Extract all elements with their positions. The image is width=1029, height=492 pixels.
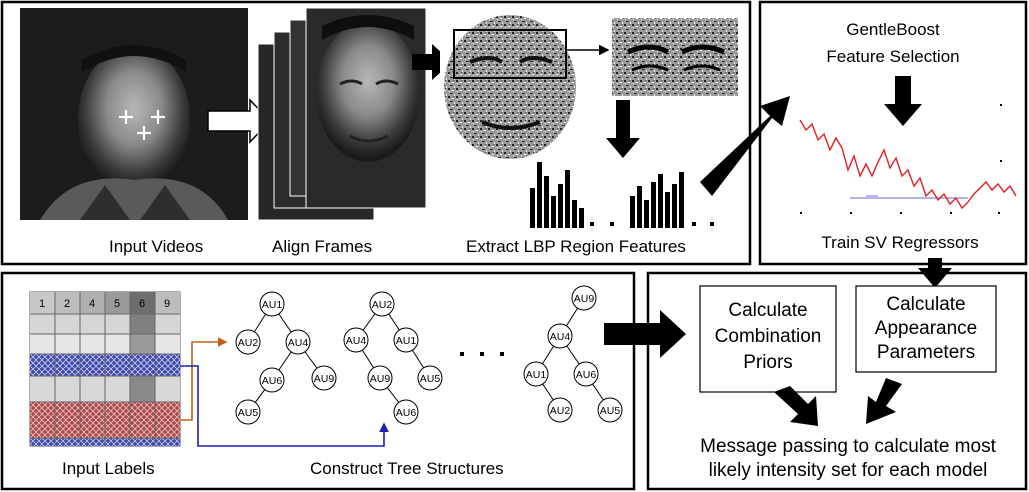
- tree-node: AU2: [550, 405, 571, 417]
- tree-1: [235, 291, 337, 425]
- construct-trees-label: Construct Tree Structures: [310, 459, 504, 478]
- orange-connector-arrow: [180, 337, 228, 421]
- priors-down-arrow-icon: [774, 386, 818, 426]
- aligned-frames-stack: [257, 7, 427, 221]
- tree-node: AU1: [396, 335, 417, 347]
- tree-node: AU5: [600, 405, 621, 417]
- train-sv-label: Train SV Regressors: [821, 233, 978, 252]
- input-videos-label: Input Videos: [109, 237, 203, 256]
- down-arrow-icon: [606, 100, 640, 158]
- label-header: 4: [89, 298, 95, 310]
- tree-node: AU2: [238, 337, 259, 349]
- lbp-face-image: [440, 12, 580, 162]
- label-header: 9: [164, 298, 170, 310]
- tree-node: AU6: [576, 369, 597, 381]
- message-passing-line-1: Message passing to calculate most: [700, 436, 996, 457]
- trees-to-inference-arrow-icon: [604, 310, 686, 358]
- appearance-down-arrow-icon: [866, 378, 902, 424]
- tree-node: AU4: [288, 337, 309, 349]
- label-header: 2: [64, 298, 70, 310]
- pipeline-panel: [0, 0, 752, 266]
- appearance-line-2: Appearance: [875, 318, 977, 339]
- message-passing-line-2: likely intensity set for each model: [709, 460, 988, 481]
- combination-line-1: Calculate: [728, 300, 807, 321]
- input-labels-label: Input Labels: [62, 459, 155, 478]
- label-header: 6: [139, 298, 145, 310]
- sv-down-arrow-icon: [918, 258, 952, 288]
- combination-priors-box: [699, 285, 837, 393]
- tree-node: AU9: [574, 293, 595, 305]
- appearance-line-1: Calculate: [886, 294, 965, 315]
- tree-2: [343, 291, 443, 425]
- blue-connector-arrow: [180, 365, 389, 447]
- appearance-line-3: Parameters: [877, 342, 975, 363]
- label-header: 5: [114, 298, 120, 310]
- input-labels-table: 1 2 4 5 6 9: [29, 291, 181, 447]
- gentleboost-label: GentleBoost: [846, 20, 940, 39]
- tree-node: AU9: [314, 373, 335, 385]
- regression-plot: [799, 104, 1017, 214]
- combination-line-3: Priors: [743, 352, 793, 373]
- tree-node: AU4: [550, 331, 571, 343]
- appearance-parameters-box: [855, 285, 997, 373]
- ellipsis-dots: [460, 352, 504, 356]
- tree-node: AU6: [396, 407, 417, 419]
- feature-selection-label: Feature Selection: [826, 47, 959, 66]
- boost-panel: [758, 0, 1028, 266]
- tree-node: AU1: [526, 369, 547, 381]
- diagonal-arrow-icon: [700, 96, 790, 196]
- inference-panel: [646, 271, 1028, 491]
- lbp-histogram: [530, 162, 714, 228]
- tree-node: AU5: [420, 373, 441, 385]
- extract-lbp-label: Extract LBP Region Features: [466, 237, 686, 256]
- tree-node: AU4: [346, 335, 367, 347]
- boost-down-arrow-icon: [884, 76, 922, 126]
- label-header: 1: [39, 298, 45, 310]
- tree-node: AU5: [238, 407, 259, 419]
- lbp-region-image: [612, 18, 738, 96]
- trees-panel: [0, 271, 636, 491]
- tree-node: AU6: [262, 375, 283, 387]
- tree-node: AU2: [372, 299, 393, 311]
- align-frames-label: Align Frames: [272, 237, 372, 256]
- tree-node: AU9: [370, 373, 391, 385]
- tree-3: [523, 285, 623, 423]
- combination-line-2: Combination: [715, 326, 822, 347]
- tree-node: AU1: [262, 299, 283, 311]
